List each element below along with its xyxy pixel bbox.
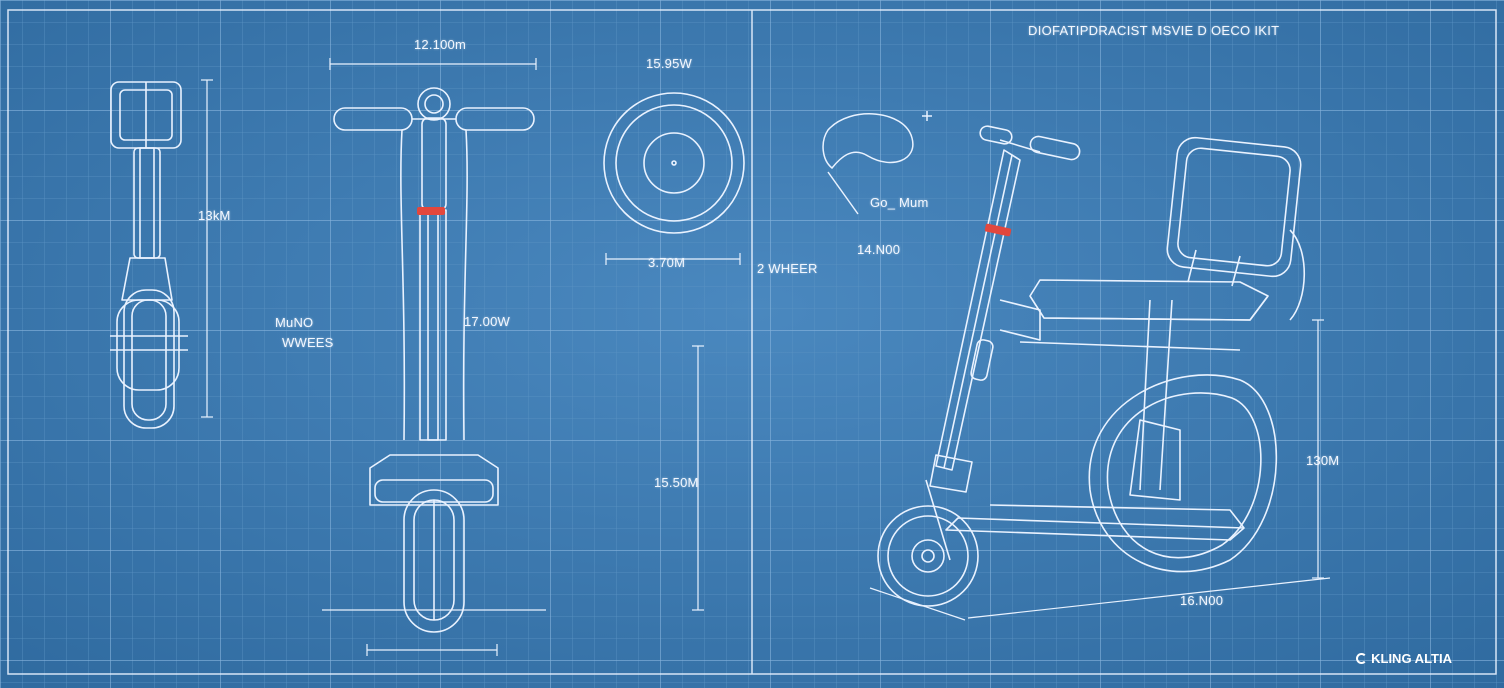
kling-logo-icon (1356, 653, 1368, 664)
dim-base-label: 16.N00 (1180, 593, 1224, 608)
wheel-detail (603, 92, 745, 234)
dim-side-height (201, 79, 213, 418)
watermark-text: KLING ALTIA (1371, 651, 1452, 666)
mono-wheel-label-line1: MuNO (275, 315, 314, 330)
dim-lower-label: 15.50M (654, 475, 699, 490)
front-view-scooter (333, 87, 535, 633)
watermark: KLING ALTIA (1356, 651, 1452, 666)
seated-stem-red-band (984, 223, 1012, 237)
dim-tall-height (1312, 319, 1324, 579)
dim-top-width (322, 58, 546, 656)
stem-red-band (417, 207, 445, 215)
dim-lower-height (692, 345, 704, 611)
side-view-scooter (110, 81, 188, 429)
sheet-title: DIOFATIPDRACIST MSVIE D OECO IKIT (1028, 23, 1280, 38)
dim-wheel-width-label: 3.70M (648, 255, 686, 270)
dim-side-height-label: 13kM (198, 208, 231, 223)
dim-wheel-top-label: 15.95W (646, 56, 693, 71)
seat-callout (822, 111, 932, 215)
two-wheel-label: 2 WHEER (757, 261, 818, 276)
dim-base-length (869, 577, 1331, 621)
dim-tall-label: 130M (1306, 453, 1340, 468)
dim-wheel-width (605, 253, 741, 265)
dim-seat-label: 14.N00 (857, 242, 901, 257)
dim-stem-label: 17.00W (464, 314, 511, 329)
mono-wheel-label-line2: WWEES (282, 335, 334, 350)
dim-top-label: 12.100m (414, 37, 466, 52)
seated-scooter (877, 125, 1305, 607)
seat-callout-label: Go_ Mum (870, 195, 929, 210)
